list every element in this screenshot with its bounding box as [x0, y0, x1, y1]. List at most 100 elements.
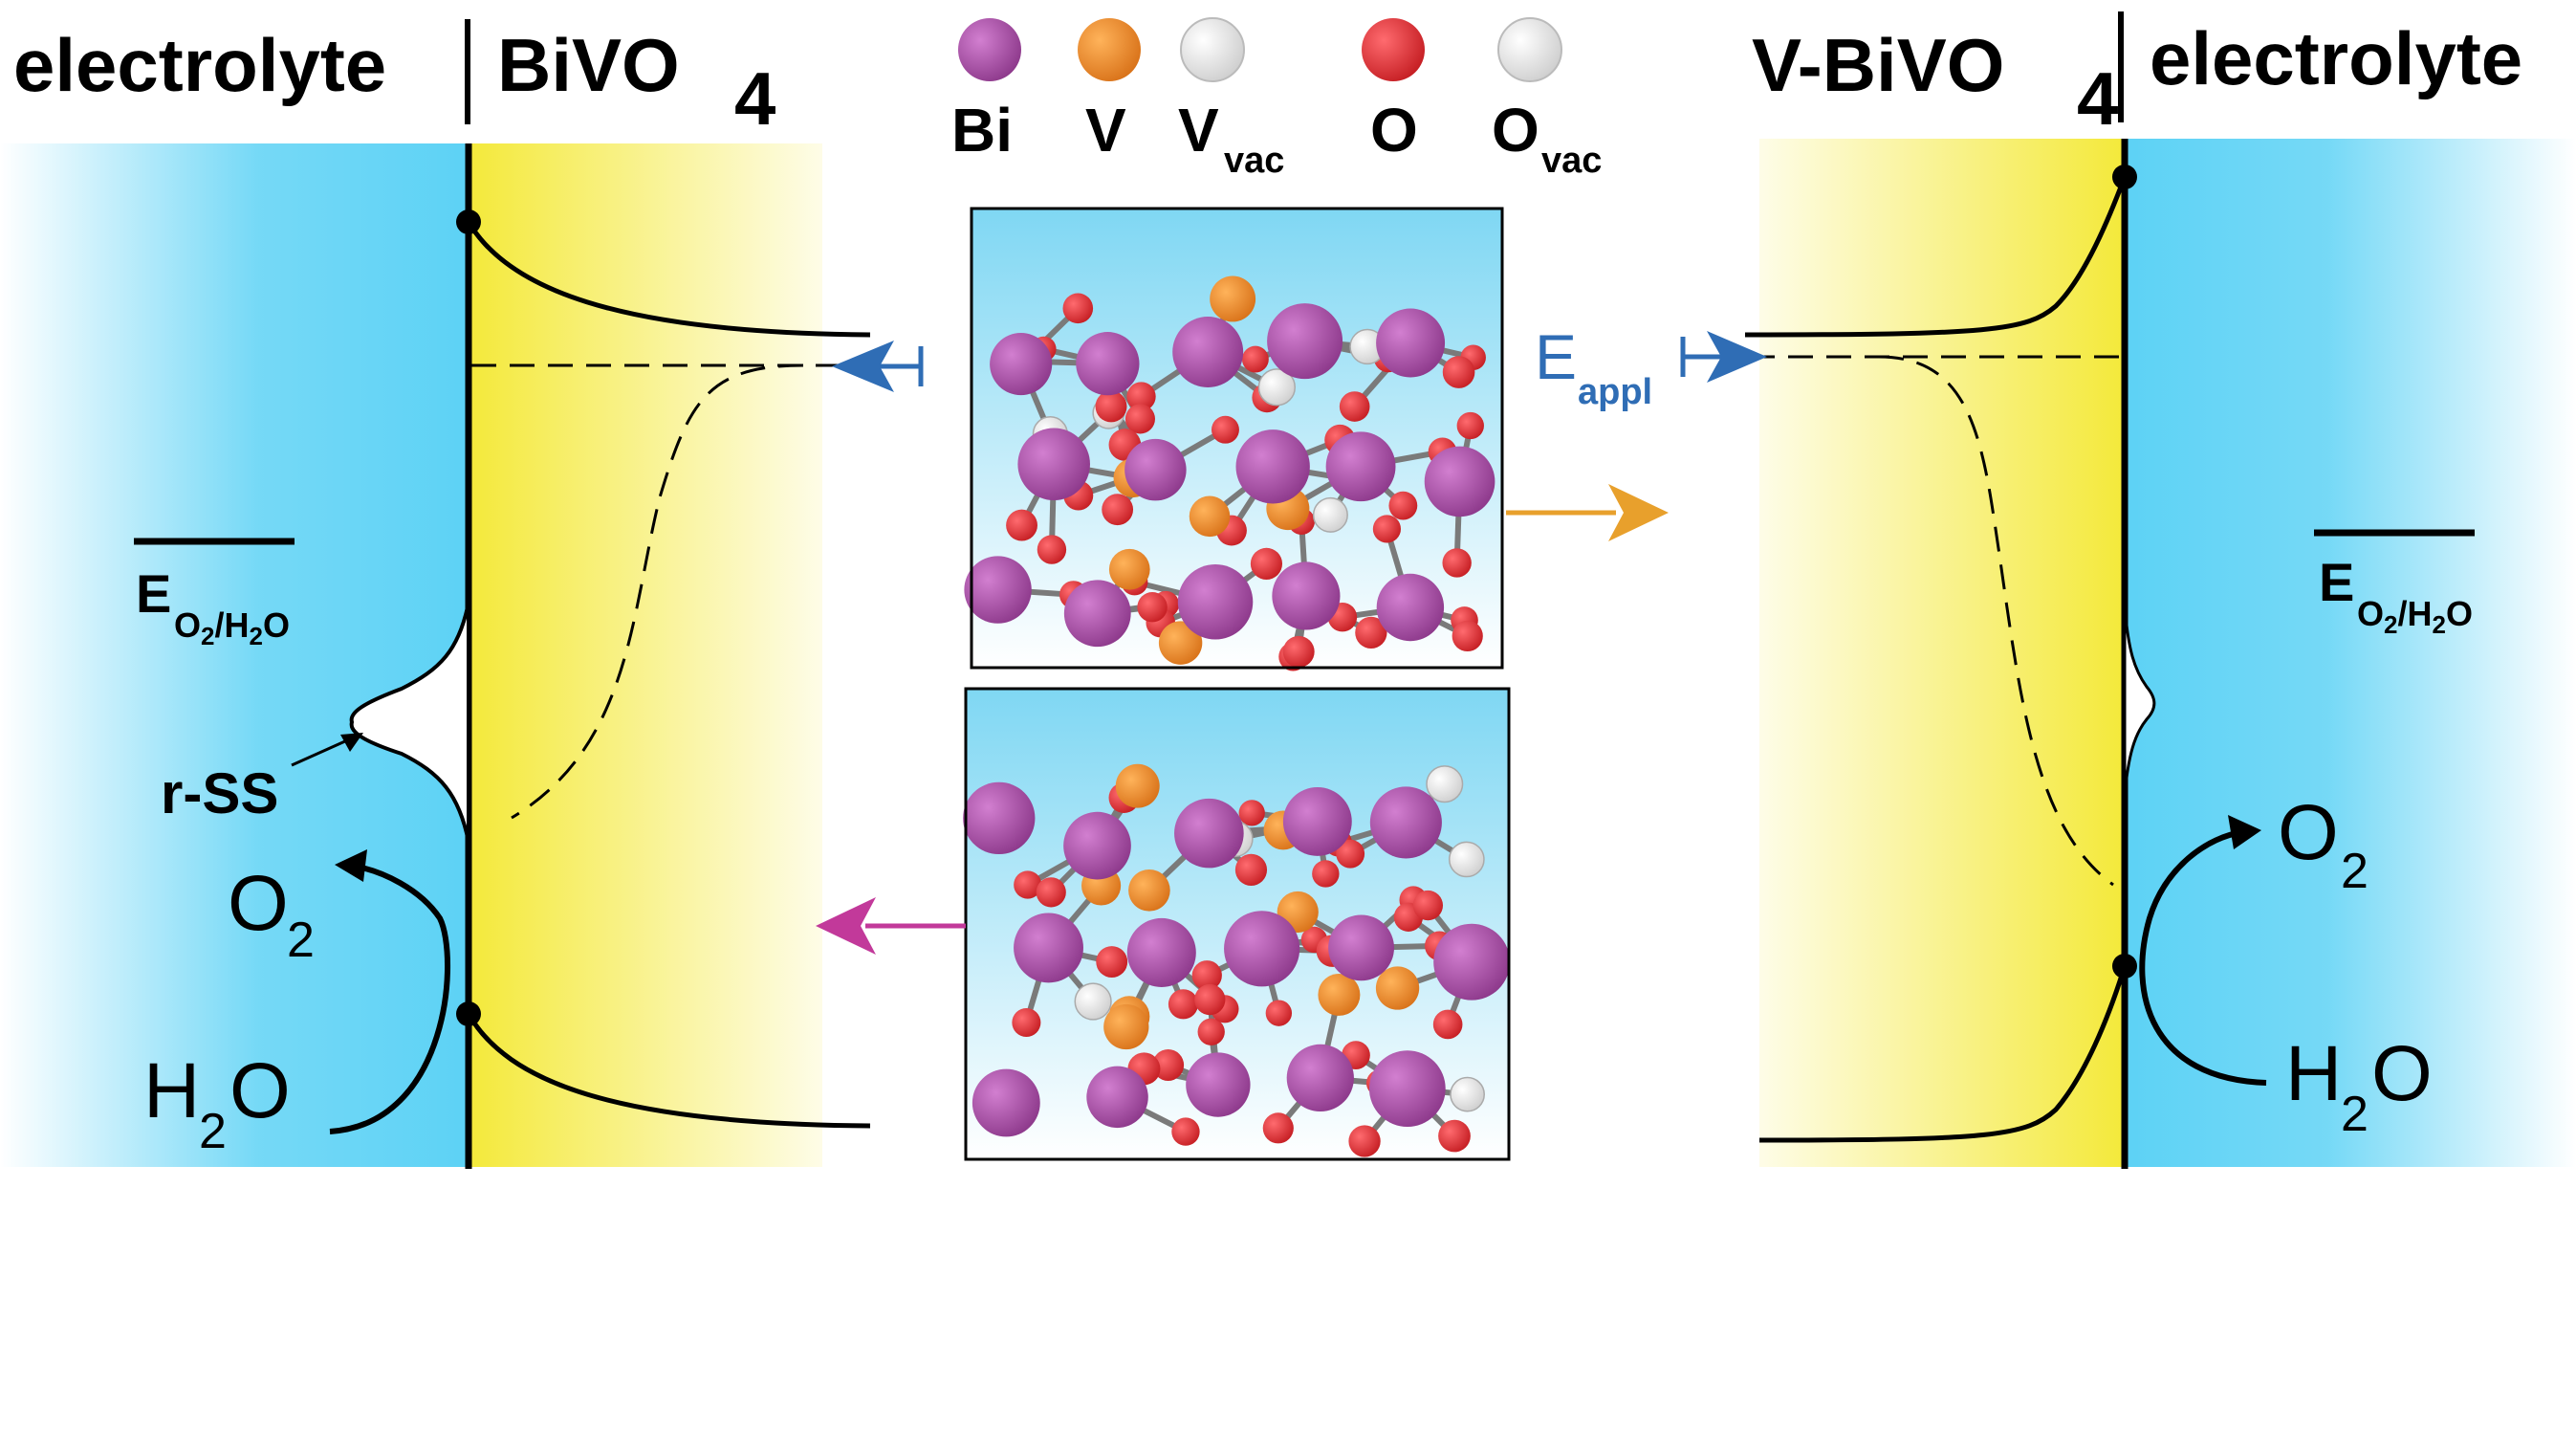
- bi-atom: [1376, 308, 1446, 378]
- bi-atom: [1433, 923, 1511, 1001]
- o-atom: [1336, 839, 1365, 869]
- vacancy: [1448, 841, 1485, 878]
- vacancy: [1257, 368, 1296, 407]
- bi-atom: [1325, 431, 1396, 502]
- left-bias-arrow: [832, 341, 924, 392]
- o-atom: [1014, 870, 1042, 899]
- legend-o-label: O: [1370, 96, 1418, 165]
- left-product-sub: 2: [287, 913, 315, 968]
- orange-arrow: [1506, 484, 1669, 541]
- right-electrolyte-header: electrolyte: [2150, 16, 2522, 100]
- top-lattice: [964, 275, 1495, 671]
- bottom-lattice: [963, 763, 1511, 1157]
- legend-v-label: V: [1085, 96, 1126, 165]
- magenta-arrow: [816, 897, 966, 955]
- left-reactant-label: H: [143, 1047, 200, 1134]
- right-reaction-arrow: [2139, 829, 2267, 1086]
- bi-atom: [1272, 561, 1341, 630]
- bi-atom: [1368, 1050, 1446, 1127]
- o-atom: [1241, 345, 1269, 373]
- legend-ovac-sub: vac: [1541, 141, 1602, 181]
- right-reactant-sub: 2: [2341, 1087, 2369, 1142]
- o-atom: [1126, 382, 1156, 411]
- bi-atom: [1063, 811, 1131, 880]
- left-surface-state-label: r-SS: [161, 761, 278, 825]
- vacancy: [1426, 765, 1464, 803]
- bi-atom: [1186, 1052, 1251, 1117]
- o-atom: [1432, 1009, 1463, 1040]
- o-atom: [1191, 960, 1222, 991]
- top-structure-box: [964, 207, 1504, 671]
- v-atom: [1158, 621, 1203, 665]
- o-atom: [1442, 356, 1475, 388]
- v-atom: [1108, 548, 1150, 590]
- bi-atom: [1286, 1044, 1354, 1112]
- bi-atom: [1174, 798, 1244, 869]
- right-valence-band: [1758, 965, 2128, 1143]
- o-atom: [1234, 853, 1268, 886]
- left-reaction-arrow: [329, 863, 451, 1134]
- legend-vvac-label: V: [1178, 96, 1219, 165]
- o-atom: [1197, 1018, 1225, 1045]
- right-reaction-arrowhead: [2228, 815, 2261, 849]
- left-rss-arrowhead: [340, 733, 363, 752]
- left-redox-label: E: [136, 563, 171, 624]
- bi-atom: [990, 333, 1053, 396]
- bi-atom: [1124, 438, 1187, 501]
- bi-atom: [1369, 786, 1442, 859]
- top-box-frame: [970, 207, 1504, 670]
- left-electrolyte-region: [0, 143, 469, 1167]
- o-atom: [1262, 1112, 1294, 1144]
- right-surface-state: [2123, 606, 2156, 795]
- o-atom: [1171, 1117, 1200, 1146]
- bi-atom: [971, 1068, 1040, 1137]
- left-semiconductor-region: [469, 143, 822, 1167]
- o-atom: [1250, 547, 1283, 580]
- left-dashed-sigmoid: [511, 363, 804, 820]
- bi-atom: [1172, 317, 1244, 387]
- left-surface-state: [349, 602, 470, 843]
- right-electrolyte-region: [2125, 139, 2576, 1167]
- bi-atom: [1224, 911, 1300, 987]
- o-atom: [1168, 989, 1199, 1020]
- o-atom: [1438, 1119, 1471, 1153]
- o-atom: [1096, 946, 1128, 978]
- magenta-arrowhead: [816, 897, 876, 955]
- right-bias-arrowhead: [1707, 331, 1767, 383]
- right-product-label: O: [2278, 789, 2339, 876]
- bi-atom: [1076, 332, 1140, 396]
- bi-atom: [1126, 917, 1196, 987]
- o-atom: [1442, 548, 1472, 578]
- right-redox-sub: O2/H2O: [2357, 594, 2473, 639]
- vacancy: [1312, 496, 1348, 533]
- bi-atom: [1177, 563, 1254, 640]
- left-valence-band: [466, 1012, 871, 1129]
- right-semiconductor-region: [1759, 139, 2125, 1167]
- legend-vvac-sub: vac: [1224, 141, 1284, 181]
- left-cb-dot: [456, 209, 481, 234]
- o-atom: [1211, 415, 1239, 444]
- right-conduction-band: [1744, 176, 2128, 338]
- v-vacancy-legend-icon: [1180, 17, 1245, 82]
- left-reactant-tail: O: [229, 1047, 291, 1134]
- o-atom: [1238, 800, 1265, 826]
- bi-atom: [1282, 786, 1352, 856]
- v-atom: [1210, 275, 1256, 322]
- o-atom: [1452, 620, 1483, 652]
- o-atom: [1102, 494, 1134, 526]
- o-atom: [1124, 404, 1155, 434]
- o-atom: [1312, 860, 1340, 888]
- bi-atom: [1086, 1066, 1148, 1129]
- bi-atom: [1235, 429, 1310, 504]
- bi-atom: [1328, 914, 1394, 981]
- v-atom: [1115, 763, 1160, 808]
- right-dashed-sigmoid: [1878, 355, 2114, 887]
- applied-bias-label: E: [1535, 321, 1577, 392]
- legend: Bi V V vac O O vac: [951, 17, 1602, 181]
- vacancy: [1450, 1076, 1485, 1112]
- left-material-header: BiVO: [497, 23, 680, 107]
- bi-legend-icon: [958, 18, 1021, 81]
- orange-arrowhead: [1608, 484, 1669, 541]
- legend-bi-label: Bi: [951, 96, 1013, 165]
- legend-ovac-label: O: [1492, 96, 1539, 165]
